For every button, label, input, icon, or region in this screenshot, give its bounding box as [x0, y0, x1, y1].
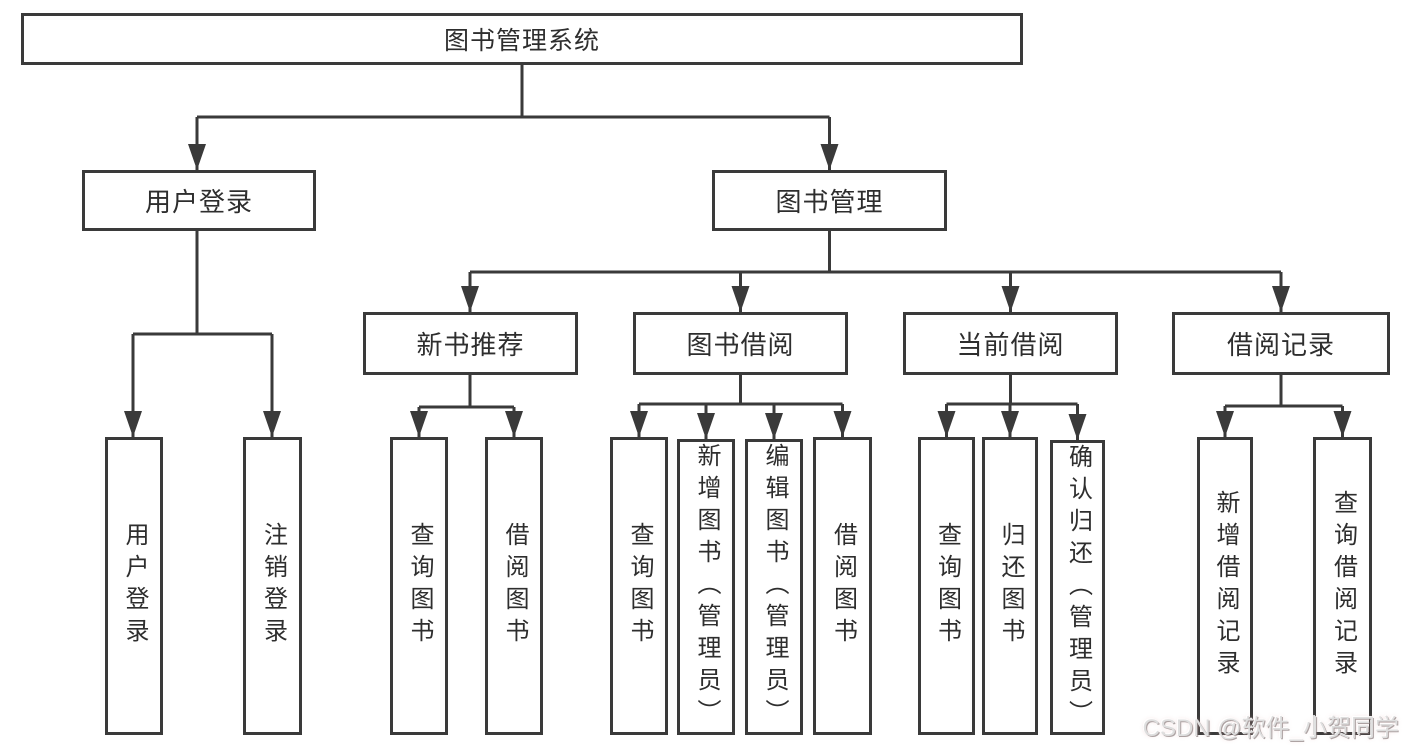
leaf-current-query-books: 查询图书: [918, 437, 975, 735]
leaf-recommend-borrow-books-label: 借阅图书: [501, 522, 528, 650]
node-current-borrow-label: 当前借阅: [956, 330, 1065, 360]
leaf-borrow-query-books: 查询图书: [610, 437, 668, 735]
connector-book-borrow-to-leaves: [630, 375, 852, 439]
leaf-user-login-label: 用户登录: [121, 522, 148, 650]
node-root-label: 图书管理系统: [443, 27, 600, 55]
node-book-management-label: 图书管理: [775, 187, 884, 217]
connector-book-management-to-sections: [461, 231, 1290, 312]
leaf-current-confirm-return-admin-label: 确认归还（管理员）: [1064, 443, 1092, 732]
node-book-borrow: 图书借阅: [633, 312, 848, 375]
leaf-borrow-borrow-books: 借阅图书: [813, 437, 872, 735]
leaf-records-query-record: 查询借阅记录: [1313, 437, 1372, 735]
leaf-borrow-add-books-admin: 新增图书（管理员）: [677, 439, 735, 735]
connector-new-book-recommend-to-leaves: [410, 375, 523, 437]
leaf-records-add-record: 新增借阅记录: [1197, 437, 1253, 735]
connector-root-to-level2: [188, 64, 839, 170]
leaf-logout: 注销登录: [243, 437, 302, 735]
leaf-user-login: 用户登录: [105, 437, 163, 735]
node-user-login-label: 用户登录: [144, 187, 253, 217]
leaf-records-add-record-label: 新增借阅记录: [1212, 490, 1239, 682]
leaf-recommend-query-books-label: 查询图书: [406, 522, 433, 650]
leaf-recommend-borrow-books: 借阅图书: [485, 437, 543, 735]
leaf-logout-label: 注销登录: [259, 522, 287, 650]
node-book-borrow-label: 图书借阅: [686, 330, 795, 360]
leaf-recommend-query-books: 查询图书: [390, 437, 448, 735]
node-user-login: 用户登录: [82, 170, 316, 231]
leaf-current-confirm-return-admin: 确认归还（管理员）: [1050, 440, 1105, 735]
leaf-current-query-books-label: 查询图书: [933, 522, 961, 650]
node-borrow-records-label: 借阅记录: [1226, 330, 1335, 360]
node-borrow-records: 借阅记录: [1172, 312, 1390, 375]
node-new-book-recommend: 新书推荐: [363, 312, 578, 375]
connector-current-borrow-to-leaves: [937, 375, 1087, 440]
connector-borrow-records-to-leaves: [1216, 375, 1352, 437]
node-current-borrow: 当前借阅: [903, 312, 1118, 375]
leaf-borrow-edit-books-admin-label: 编辑图书（管理员）: [761, 443, 788, 731]
leaf-current-return-books: 归还图书: [982, 437, 1038, 735]
leaf-records-query-record-label: 查询借阅记录: [1329, 490, 1357, 682]
leaf-borrow-borrow-books-label: 借阅图书: [829, 522, 857, 650]
node-root: 图书管理系统: [21, 13, 1023, 65]
leaf-borrow-query-books-label: 查询图书: [626, 522, 653, 650]
node-new-book-recommend-label: 新书推荐: [416, 330, 525, 360]
csdn-watermark: CSDN @软件_小贺同学: [1142, 715, 1399, 742]
leaf-borrow-add-books-admin-label: 新增图书（管理员）: [693, 443, 720, 731]
leaf-current-return-books-label: 归还图书: [997, 522, 1024, 650]
node-book-management: 图书管理: [712, 170, 947, 231]
connector-user-login-to-leaves: [124, 231, 281, 437]
leaf-borrow-edit-books-admin: 编辑图书（管理员）: [745, 439, 803, 735]
